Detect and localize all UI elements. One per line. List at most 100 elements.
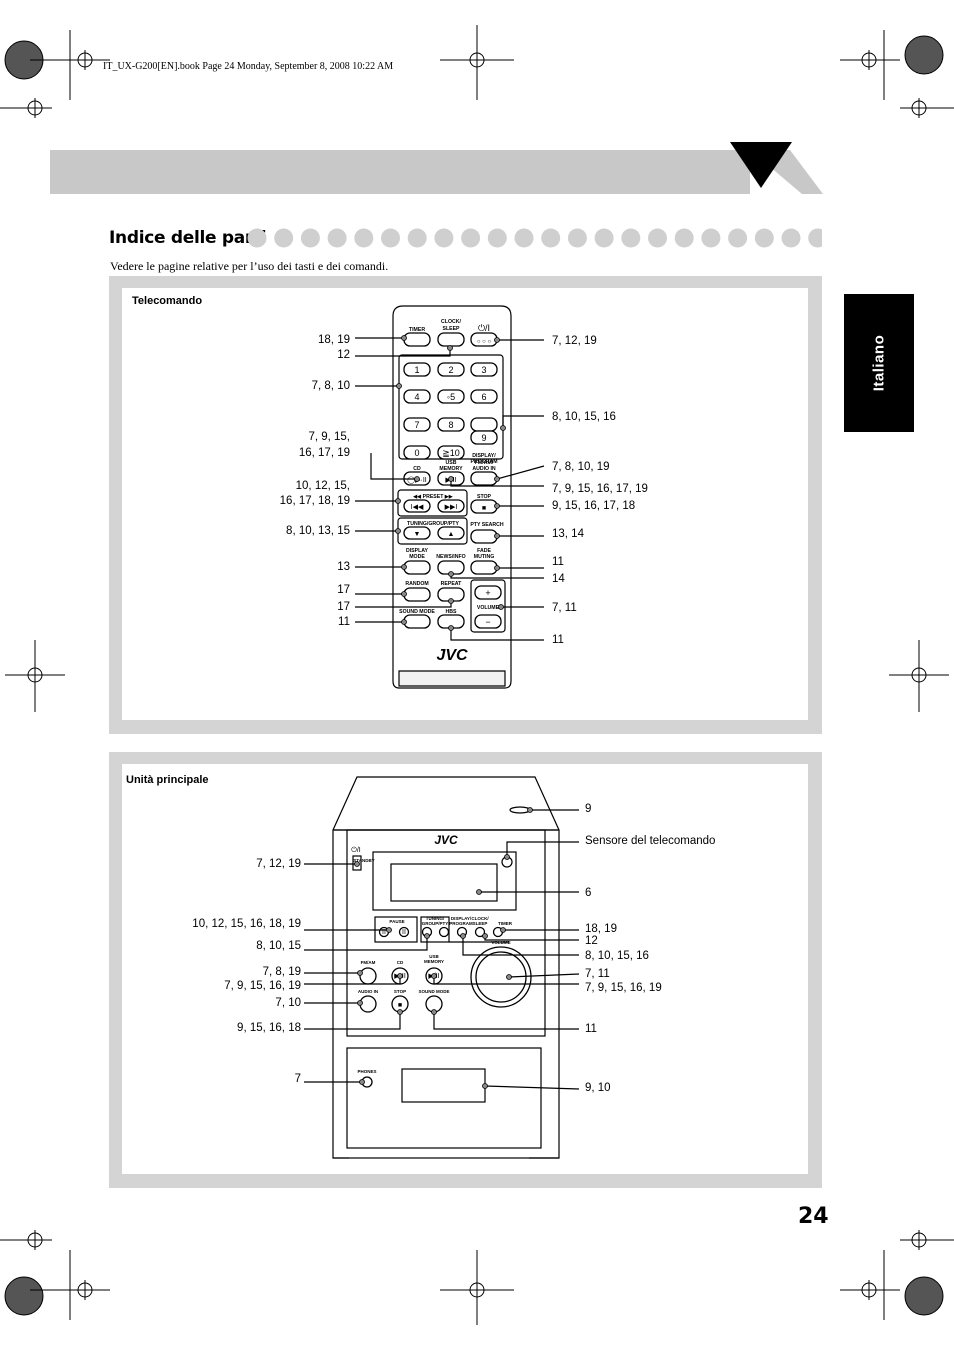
- title-dot: [808, 228, 822, 248]
- svg-text:+: +: [485, 588, 490, 598]
- title-dot: [781, 228, 801, 248]
- svg-text:◦5: ◦5: [447, 392, 455, 402]
- svg-text:SOUND MODE: SOUND MODE: [399, 609, 435, 615]
- remote-ref-left-10: 17: [337, 584, 350, 596]
- svg-text:▲: ▲: [448, 531, 455, 538]
- svg-text:USB: USB: [446, 460, 457, 466]
- svg-text:8: 8: [448, 420, 453, 430]
- title-dot: [300, 228, 320, 248]
- header-bar: [50, 150, 750, 194]
- title-dot: [274, 228, 294, 248]
- remote-ref-right-2: 8, 10, 15, 16: [552, 411, 616, 423]
- page-number: 24: [798, 1204, 829, 1229]
- svg-text:SLEEP: SLEEP: [473, 921, 488, 926]
- unit-ref-left-3: 8, 10, 15: [256, 940, 301, 952]
- svg-text:STOP: STOP: [394, 989, 406, 994]
- svg-text:FM/AM: FM/AM: [361, 960, 376, 965]
- title-dot: [567, 228, 587, 248]
- title-dot: [407, 228, 427, 248]
- unit-ref-left-7: 9, 15, 16, 18: [237, 1022, 301, 1034]
- svg-text:MEMORY: MEMORY: [439, 466, 463, 472]
- svg-text:2: 2: [448, 365, 453, 375]
- unit-ref-right-4: 18, 19: [585, 923, 617, 935]
- unit-ref-left-2: 10, 12, 15, 16, 18, 19: [192, 918, 301, 930]
- title-dot: [354, 228, 374, 248]
- title-dot: [648, 228, 667, 248]
- book-header: IT_UX-G200[EN].book Page 24 Monday, Sept…: [103, 61, 394, 72]
- svg-text:NEWS/INFO: NEWS/INFO: [436, 554, 465, 560]
- section-title: Indice delle parti: [109, 228, 267, 248]
- title-dot: [434, 228, 454, 248]
- main-unit-panel: [109, 752, 822, 1188]
- title-dot-rule: [247, 228, 822, 248]
- svg-text:I◀◀: I◀◀: [411, 504, 424, 511]
- unit-ref-left-1: 7, 12, 19: [256, 858, 301, 870]
- svg-text:MODE: MODE: [409, 554, 425, 560]
- remote-ref-right-4: 7, 9, 15, 16, 17, 19: [552, 483, 648, 495]
- title-dot: [381, 228, 400, 248]
- svg-text:TUNING/GROUP/PTY: TUNING/GROUP/PTY: [407, 521, 459, 527]
- remote-ref-left-12: 11: [338, 616, 350, 628]
- svg-text:PHONES: PHONES: [357, 1069, 376, 1074]
- svg-text:1: 1: [414, 365, 419, 375]
- svg-text:◀◀ PRESET ▶▶: ◀◀ PRESET ▶▶: [412, 494, 454, 500]
- svg-text:REPEAT: REPEAT: [441, 581, 462, 587]
- title-dot: [541, 228, 561, 248]
- svg-text:SOUND MODE: SOUND MODE: [418, 989, 449, 994]
- svg-text:MEMORY: MEMORY: [424, 959, 444, 964]
- unit-ref-right-5: 12: [585, 935, 598, 947]
- title-dot: [247, 228, 267, 248]
- title-dot: [487, 228, 507, 248]
- remote-ref-right-1: 7, 12, 19: [552, 335, 597, 347]
- svg-text:−: −: [485, 617, 490, 627]
- svg-text:PROGRAM: PROGRAM: [470, 459, 497, 465]
- svg-text:⏻/I: ⏻/I: [351, 846, 360, 854]
- svg-text:JVC: JVC: [434, 833, 458, 847]
- remote-ref-left-1: 18, 19: [318, 334, 350, 346]
- remote-ref-left-3: 7, 8, 10: [311, 380, 350, 392]
- unit-ref-left-5: 7, 9, 15, 16, 19: [224, 980, 301, 992]
- remote-panel-label: Telecomando: [132, 295, 203, 307]
- remote-timer-label: TIMER: [409, 327, 425, 333]
- unit-ref-right-6: 8, 10, 15, 16: [585, 950, 649, 962]
- svg-text:▶▶I: ▶▶I: [445, 504, 458, 511]
- title-dot: [461, 228, 481, 248]
- svg-text:STANDBY: STANDBY: [353, 858, 374, 863]
- title-dot: [728, 228, 748, 248]
- svg-text:PAUSE: PAUSE: [389, 919, 404, 924]
- title-dot: [701, 228, 721, 248]
- svg-text:■: ■: [398, 1002, 402, 1009]
- title-dot: [754, 228, 774, 248]
- remote-illustration: 123 4◦56 789 0≧10 ◯▶·II▶/II I◀◀▶▶I ■ ▼▲ …: [355, 305, 545, 689]
- title-dot: [514, 228, 534, 248]
- remote-ref-left-6: 10, 12, 15,: [295, 480, 350, 492]
- svg-text:DISPLAY/: DISPLAY/: [472, 453, 496, 459]
- svg-text:JVC: JVC: [436, 647, 468, 664]
- svg-text:▼: ▼: [414, 531, 421, 538]
- remote-ref-left-5: 16, 17, 19: [298, 447, 350, 459]
- svg-text:0: 0: [414, 448, 419, 458]
- title-dot: [674, 228, 694, 248]
- main-unit-panel-label: Unità principale: [126, 774, 209, 786]
- unit-ref-right-8: 7, 9, 15, 16, 19: [585, 982, 662, 994]
- remote-ref-right-10: 11: [552, 634, 564, 646]
- unit-ref-right-2: Sensore del telecomando: [585, 835, 716, 847]
- svg-text:CD: CD: [397, 960, 404, 965]
- svg-text:⏻/I: ⏻/I: [478, 323, 490, 333]
- remote-ref-right-7: 11: [552, 556, 564, 568]
- svg-text:MUTING: MUTING: [474, 554, 494, 560]
- svg-text:CD: CD: [413, 466, 421, 472]
- title-dot: [327, 228, 347, 248]
- title-dot: [594, 228, 614, 248]
- svg-text:II: II: [402, 929, 406, 936]
- remote-ref-right-8: 14: [552, 573, 565, 585]
- svg-text:VOLUME: VOLUME: [491, 940, 510, 945]
- unit-ref-right-3: 6: [585, 887, 592, 899]
- svg-text:■: ■: [482, 505, 486, 512]
- svg-text:RANDOM: RANDOM: [405, 581, 428, 587]
- svg-text:4: 4: [414, 392, 419, 402]
- remote-ref-left-4: 7, 9, 15,: [308, 431, 350, 443]
- intro-text: Vedere le pagine relative per l’uso dei …: [110, 259, 389, 273]
- remote-ref-right-9: 7, 11: [552, 602, 577, 614]
